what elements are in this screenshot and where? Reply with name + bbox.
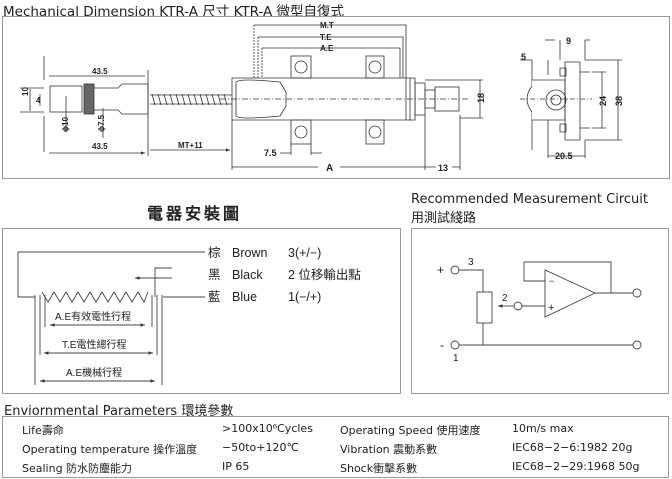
cell-vibration-label: Vibration 震動系數 [340, 443, 438, 456]
circuit-pin-2: 2 [502, 293, 508, 304]
circuit-pin-3: 3 [468, 257, 474, 268]
wiring-panel [2, 228, 401, 394]
dim-43-5-bottom: 43.5 [92, 142, 108, 151]
dim-10: 10 [21, 87, 30, 96]
cell-life-value: >100x10⁶Cycles [222, 422, 313, 435]
potentiometer [476, 291, 493, 324]
opamp-minus: − [549, 276, 554, 286]
wire-blue-cn: 藍 [208, 290, 221, 304]
stroke-ae-mechanical: A.E機械行程 [66, 366, 122, 379]
dim-4: 4 [36, 96, 41, 105]
cell-speed-value: 10m/s max [512, 422, 574, 435]
wiring-drawing [17, 251, 205, 385]
circuit-title-en: Recommended Measurement Circuit [411, 192, 648, 207]
mechanical-drawing [20, 24, 622, 170]
cell-temp-label: Operating temperature 操作溫度 [22, 443, 198, 456]
wire-labels: 棕 Brown 3(+/−) 黑 Black 2 位移輸出點 藍 Blue 1(… [55, 245, 361, 379]
cell-shock-label: Shock衝擊系數 [340, 462, 418, 475]
mechanical-labels: M.T T.E A.E 10 4 ϕ10 ϕ7.5 43.5 43.5 MT+1… [21, 21, 624, 174]
opamp-plus: + [548, 302, 554, 314]
dim-38: 38 [614, 96, 624, 106]
dim-24: 24 [598, 96, 608, 106]
dim-7-5: 7.5 [264, 148, 277, 158]
dim-ae: A.E [320, 44, 334, 53]
dim-5: 5 [521, 52, 526, 62]
dim-43-5-top: 43.5 [92, 67, 108, 76]
dim-18: 18 [476, 93, 486, 103]
dim-mt-11: MT+11 [178, 141, 203, 150]
dim-phi75: ϕ7.5 [97, 114, 106, 132]
cell-vibration-value: IEC68−2−6:1982 20g [512, 441, 633, 454]
circuit-pin-1: 1 [453, 353, 459, 364]
circuit-panel [411, 228, 669, 394]
wire-black-cn: 黑 [208, 268, 221, 282]
circuit-plus: + [437, 263, 444, 277]
cell-temp-value: −50to+120℃ [222, 441, 299, 454]
cell-speed-label: Operating Speed 使用速度 [340, 424, 481, 437]
stroke-te-total: T.E電性總行程 [62, 338, 126, 351]
dim-13: 13 [438, 163, 448, 173]
circuit-minus: - [440, 338, 444, 352]
cell-shock-value: IEC68−2−29:1968 50g [512, 460, 640, 473]
dim-a: A [326, 163, 333, 174]
circuit-title-cn: 用測試綫路 [411, 211, 477, 226]
environment-table [2, 416, 669, 478]
wire-black-en: Black [232, 268, 263, 282]
wire-brown-en: Brown [232, 246, 267, 260]
wiring-title: 電器安裝圖 [147, 204, 243, 223]
dim-te: T.E [320, 33, 332, 42]
dim-20-5: 20.5 [555, 151, 573, 161]
dim-mt: M.T [320, 21, 334, 30]
circuit-drawing [450, 261, 642, 350]
circuit-labels: + - 3 2 1 − + [437, 257, 554, 364]
environment-title: Enviornmental Parameters 環境參數 [4, 404, 234, 419]
dim-9: 9 [566, 36, 571, 46]
opamp [544, 269, 597, 318]
stroke-ae-effective: A.E有效電性行程 [55, 310, 131, 323]
wire-blue-pin: 1(−/+) [288, 290, 321, 304]
cell-sealing-label: Sealing 防水防塵能力 [22, 462, 133, 475]
wire-brown-pin: 3(+/−) [288, 246, 321, 260]
wire-brown-cn: 棕 [208, 245, 221, 260]
dim-phi10: ϕ10 [61, 117, 70, 132]
cell-sealing-value: IP 65 [222, 460, 250, 473]
cell-life-label: Life壽命 [22, 424, 64, 437]
wire-black-pin: 2 位移輸出點 [288, 267, 361, 282]
wire-blue-en: Blue [232, 290, 257, 304]
mechanical-dimension-panel [2, 16, 670, 179]
